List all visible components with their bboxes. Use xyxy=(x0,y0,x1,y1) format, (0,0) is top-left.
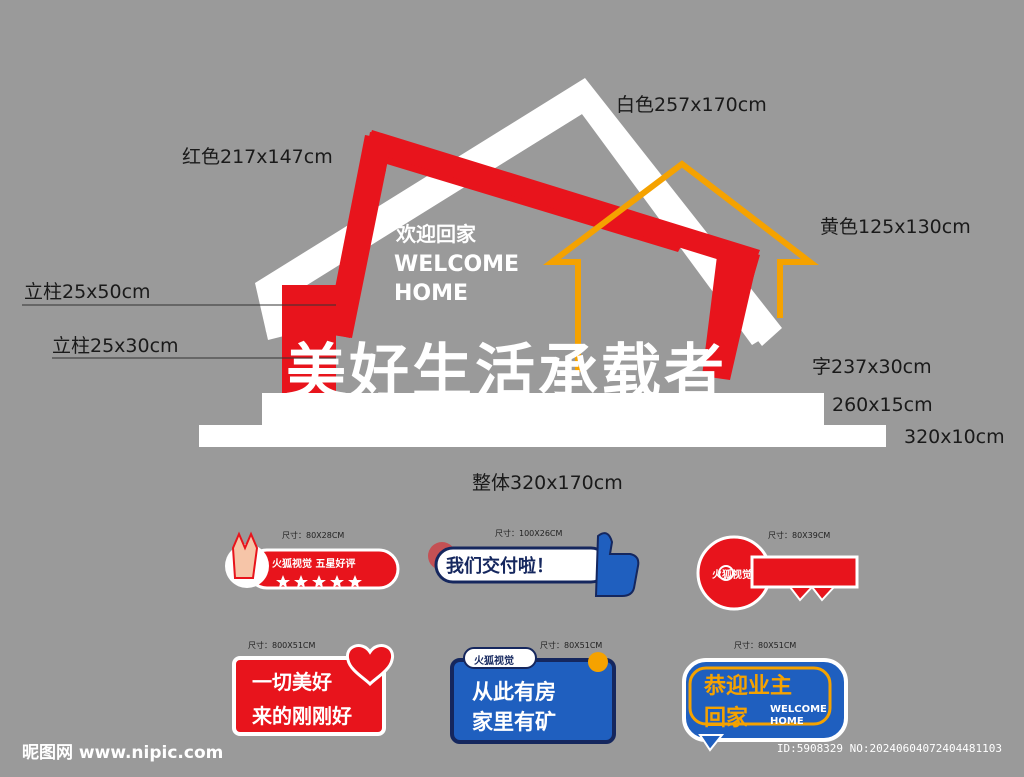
prop-gongying xyxy=(682,658,848,752)
prop5-size: 尺寸：80X51CM xyxy=(540,641,603,650)
white-house-frame xyxy=(255,78,782,346)
prop2-size: 尺寸：100X26CM xyxy=(495,529,563,538)
prop5-text1: 从此有房 xyxy=(472,680,556,704)
prop1-size: 尺寸：80X28CM xyxy=(282,531,345,540)
prop-key xyxy=(696,535,859,611)
main-slogan: 美好生活承载者 xyxy=(286,338,727,408)
label-base1: 260x15cm xyxy=(832,394,933,416)
prop-meihao xyxy=(232,644,395,736)
prop6-text1: 恭迎业主 xyxy=(704,674,793,699)
prop3-text: 火狐视觉 xyxy=(712,570,752,581)
label-base2: 320x10cm xyxy=(904,426,1005,448)
base-260 xyxy=(262,393,824,425)
prop5-badge: 火狐视觉 xyxy=(474,656,514,667)
prop2-text: 我们交付啦！ xyxy=(446,556,554,577)
prop6-size: 尺寸：80X51CM xyxy=(734,641,797,650)
watermark-right: ID:5908329 NO:20240604072404481103 xyxy=(776,742,1002,755)
base-320 xyxy=(199,425,886,447)
prop-congci xyxy=(450,647,616,744)
prop6-text2: 回家 xyxy=(704,706,749,731)
prop-delivered xyxy=(428,532,640,597)
prop6-en2: HOME xyxy=(770,716,804,727)
label-red: 红色217x147cm xyxy=(182,146,333,168)
label-pillar2: 立柱25x30cm xyxy=(52,335,179,357)
red-pillar xyxy=(282,285,336,395)
watermark-left: 昵图网 www.nipic.com xyxy=(22,743,224,763)
welcome-en-2: HOME xyxy=(394,281,469,306)
label-yellow: 黄色125x130cm xyxy=(820,216,971,238)
prop4-text1: 一切美好 xyxy=(252,670,332,694)
welcome-en-1: WELCOME xyxy=(394,252,520,277)
welcome-cn: 欢迎回家 xyxy=(396,222,476,246)
label-white: 白色257x170cm xyxy=(616,94,767,116)
prop5-text2: 家里有矿 xyxy=(472,710,556,734)
prop3-size: 尺寸：80X39CM xyxy=(768,531,831,540)
label-pillar1: 立柱25x50cm xyxy=(24,281,151,303)
prop6-en1: WELCOME xyxy=(770,704,827,715)
yellow-house-frame xyxy=(543,160,819,372)
label-overall: 整体320x170cm xyxy=(472,472,623,494)
prop4-text2: 来的刚刚好 xyxy=(252,704,352,728)
prop-five-star xyxy=(225,531,400,590)
prop1-text: 火狐视觉 五星好评 xyxy=(272,559,356,570)
prop4-size: 尺寸：800X51CM xyxy=(248,641,316,650)
label-text: 字237x30cm xyxy=(812,356,932,378)
